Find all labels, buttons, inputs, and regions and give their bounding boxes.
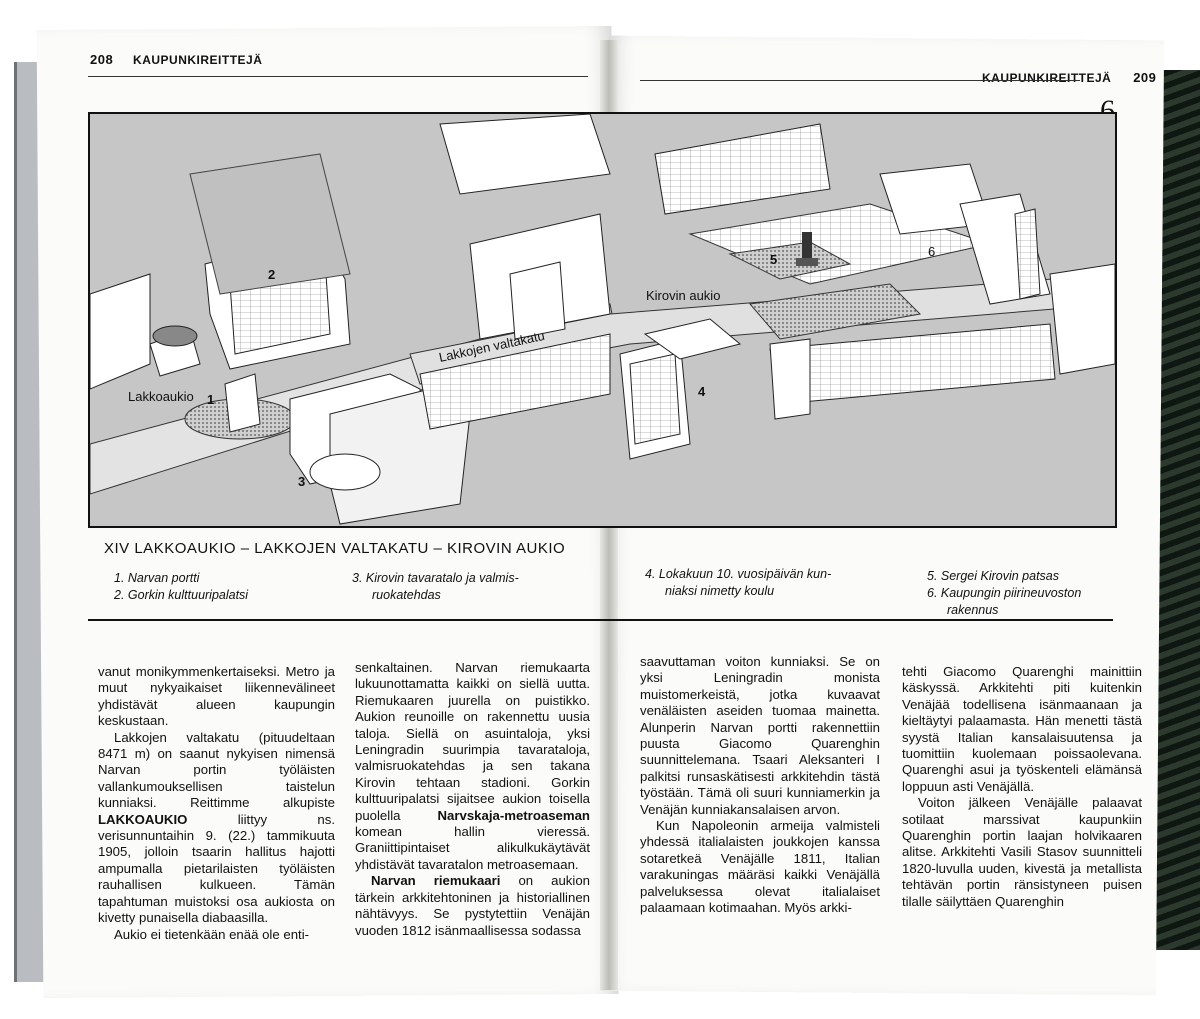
map-label-lakkoaukio: Lakkoaukio — [128, 389, 194, 404]
left-running-head: 208 KAUPUNKIREITTEJÄ — [90, 52, 262, 67]
left-head-rule — [88, 76, 588, 77]
legend-item: 2. Gorkin kulttuuripalatsi — [114, 588, 249, 602]
paragraph: saavuttaman voiton kunniaksi. Se on yksi… — [640, 654, 880, 817]
right-page-number: 209 — [1133, 70, 1157, 85]
map-marker-1: 1 — [207, 392, 214, 407]
legend-group-2: 3. Kirovin tavaratalo ja valmis- ruokate… — [352, 570, 519, 604]
text-column-3: saavuttaman voiton kunniaksi. Se on yksi… — [640, 654, 880, 917]
legend-item: ruokatehdas — [372, 588, 441, 602]
map-label-kirovin-aukio: Kirovin aukio — [646, 288, 720, 303]
legend-group-4: 5. Sergei Kirovin patsas 6. Kaupungin pi… — [927, 568, 1081, 619]
legend-item: niaksi nimetty koulu — [665, 584, 775, 598]
paragraph: Aukio ei tietenkään enää ole enti- — [114, 926, 310, 942]
paragraph-text: Lakkojen valtakatu (pituudeltaan 8471 m)… — [98, 729, 335, 811]
text-column-2: senkaltainen. Narvan riemukaarta lukuuno… — [355, 660, 590, 939]
right-running-head: KAUPUNKIREITTEJÄ 209 — [982, 70, 1156, 85]
paragraph: Lakkojen valtakatu (pituudeltaan 8471 m)… — [98, 730, 335, 927]
map-marker-4: 4 — [698, 384, 706, 399]
paragraph-text: liittyy ns. verisunnuntaihin 9. (22.) ta… — [98, 811, 335, 926]
paragraph: vanut monikymmenkertaiseksi. Metro ja mu… — [98, 664, 335, 729]
legend-item: 3. Kirovin tavaratalo ja valmis- — [352, 571, 519, 585]
route-map-svg: Lakkoaukio Lakkojen valtakatu Kirovin au… — [90, 114, 1115, 526]
map-marker-5: 5 — [770, 252, 777, 267]
right-head-rule — [640, 80, 1080, 81]
legend-item: 1. Narvan portti — [114, 571, 200, 585]
legend-item: 6. Kaupungin piirineuvoston — [927, 586, 1082, 600]
bold-term: LAKKOAUKIO — [98, 811, 188, 827]
legend-group-3: 4. Lokakuun 10. vuosipäivän kun- niaksi … — [645, 566, 831, 600]
text-column-4: tehti Giacomo Quarenghi mainittiin käsky… — [902, 664, 1142, 910]
paragraph-text: senkaltainen. Narvan riemukaarta lukuuno… — [355, 660, 590, 823]
bold-term: Narvskaja-metroaseman — [437, 807, 590, 823]
left-running-title: KAUPUNKIREITTEJÄ — [133, 53, 263, 67]
map-marker-3: 3 — [298, 474, 305, 489]
legend-item: 5. Sergei Kirovin patsas — [927, 569, 1060, 583]
paragraph-text: komean hallin vieressä. Graniittipintais… — [355, 824, 590, 872]
paragraph: Voiton jälkeen Venäjälle palaavat sotila… — [902, 795, 1142, 909]
map-caption-title: XIV LAKKOAUKIO – LAKKOJEN VALTAKATU – KI… — [104, 540, 566, 557]
map-marker-6: 6 — [928, 244, 935, 259]
paragraph: tehti Giacomo Quarenghi mainittiin käsky… — [902, 664, 1142, 794]
legend-group-1: 1. Narvan portti 2. Gorkin kulttuuripala… — [114, 570, 248, 604]
legend-item: rakennus — [947, 603, 999, 617]
right-running-title: KAUPUNKIREITTEJÄ — [982, 71, 1112, 85]
route-map-illustration: Lakkoaukio Lakkojen valtakatu Kirovin au… — [88, 112, 1117, 528]
map-marker-2: 2 — [268, 267, 275, 282]
paragraph: Narvan riemukaari on aukion tärkein arkk… — [355, 873, 590, 939]
left-page-number: 208 — [90, 52, 114, 67]
paragraph: senkaltainen. Narvan riemukaarta lukuuno… — [355, 660, 590, 873]
paragraph-text: on aukion tärkein arkkitehtoninen ja his… — [355, 873, 590, 938]
map-legend-box — [88, 561, 1113, 621]
bold-term: Narvan riemukaari — [371, 873, 501, 889]
text-column-1: vanut monikymmenkertaiseksi. Metro ja mu… — [98, 664, 335, 943]
legend-item: 4. Lokakuun 10. vuosipäivän kun- — [645, 567, 832, 581]
paragraph: Kun Napoleonin armeija valmisteli yhdess… — [640, 818, 880, 916]
